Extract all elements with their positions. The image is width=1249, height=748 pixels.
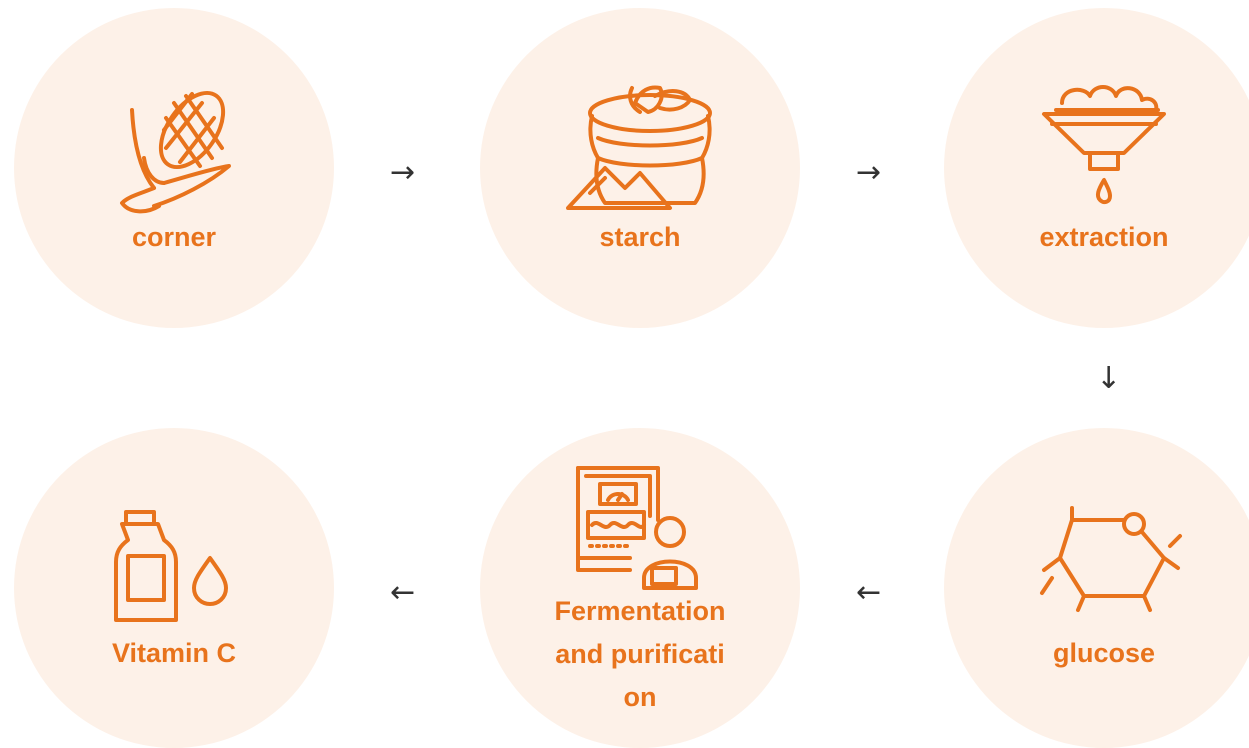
- step-label: extraction: [1039, 222, 1169, 252]
- step-label: corner: [131, 222, 217, 252]
- arrow-down: ↓: [1096, 361, 1122, 396]
- arrow-right-2: →: [856, 155, 882, 190]
- step-label: starch: [599, 222, 681, 252]
- corn-icon: [14, 8, 334, 328]
- funnel-extraction-icon: [944, 8, 1249, 328]
- starch-sack-icon: [480, 8, 800, 328]
- step-label: Fermentation and purificati on: [554, 596, 726, 712]
- arrow-left-2: ←: [390, 575, 416, 610]
- step-corner: corner: [14, 8, 334, 328]
- glucose-molecule-icon: [944, 428, 1249, 748]
- step-fermentation: Fermentation and purificati on: [480, 428, 800, 748]
- step-vitamin-c: Vitamin C: [14, 428, 334, 748]
- step-starch: starch: [480, 8, 800, 328]
- arrow-right-1: →: [390, 155, 416, 190]
- step-label: glucose: [1052, 638, 1156, 668]
- fermentation-machine-icon: [480, 428, 800, 748]
- step-label: Vitamin C: [111, 638, 237, 668]
- step-extraction: extraction: [944, 8, 1249, 328]
- arrow-left-1: ←: [856, 575, 882, 610]
- vitamin-bottle-icon: [14, 428, 334, 748]
- step-glucose: glucose: [944, 428, 1249, 748]
